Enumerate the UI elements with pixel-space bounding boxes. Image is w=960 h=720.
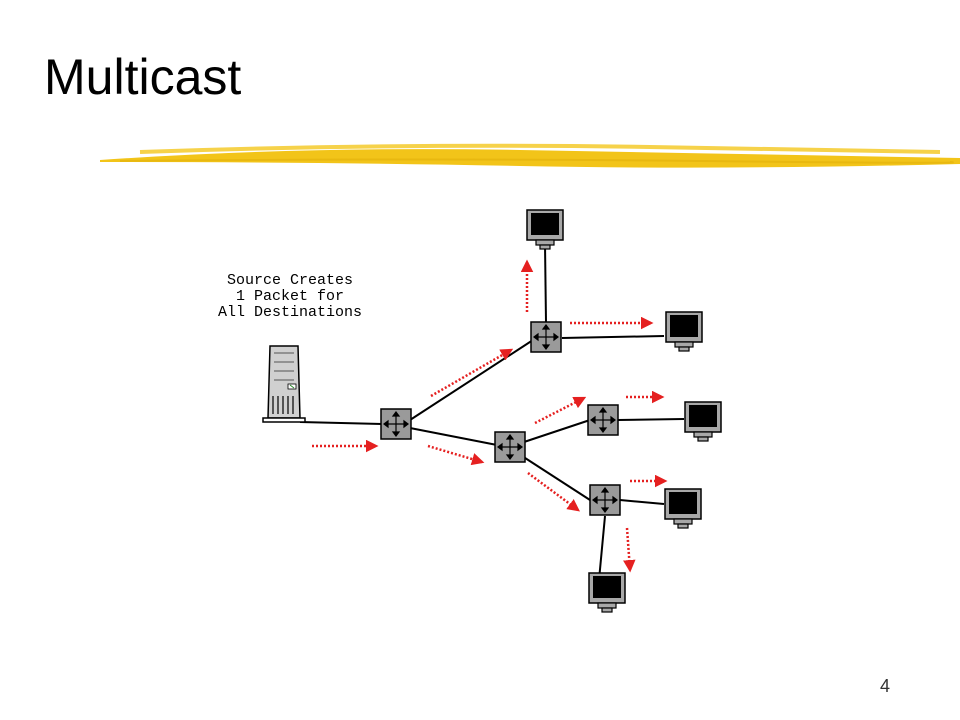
slide-title: Multicast [44, 49, 242, 105]
link-r5-pc5 [598, 515, 606, 581]
router-icon [494, 431, 526, 463]
arrow-r5-to-pc5 [623, 527, 636, 573]
router-icon [587, 404, 619, 436]
link-r4-pc3 [617, 418, 685, 421]
computer-monitor-icon [588, 572, 626, 613]
arrow-r3-to-r4 [534, 396, 587, 425]
link-r2-pc2 [561, 335, 665, 339]
router-icon [589, 484, 621, 516]
arrow-r1-to-r2 [430, 348, 514, 398]
page-number: 4 [880, 676, 891, 696]
link-r5-pc4 [619, 499, 665, 505]
router-icon [530, 321, 562, 353]
computer-monitor-icon [664, 488, 702, 529]
link-source-r1 [299, 421, 384, 425]
link-r1-r2 [409, 339, 534, 421]
network-links [299, 243, 685, 581]
server-icon [262, 345, 306, 423]
link-r3-r4 [523, 419, 591, 443]
arrow-r3-to-r5 [527, 471, 581, 512]
highlighter-underline [100, 143, 960, 168]
packet-arrows [312, 259, 668, 573]
router-icon [380, 408, 412, 440]
computer-monitor-icon [684, 401, 722, 442]
computer-monitor-icon [665, 311, 703, 352]
arrow-r1-to-r3 [427, 444, 485, 466]
link-r2-pc1 [544, 243, 547, 323]
link-r3-r5 [521, 455, 591, 501]
link-r1-r3 [409, 427, 498, 446]
computer-monitor-icon [526, 209, 564, 250]
source-caption: Source Creates 1 Packet for All Destinat… [217, 272, 363, 321]
